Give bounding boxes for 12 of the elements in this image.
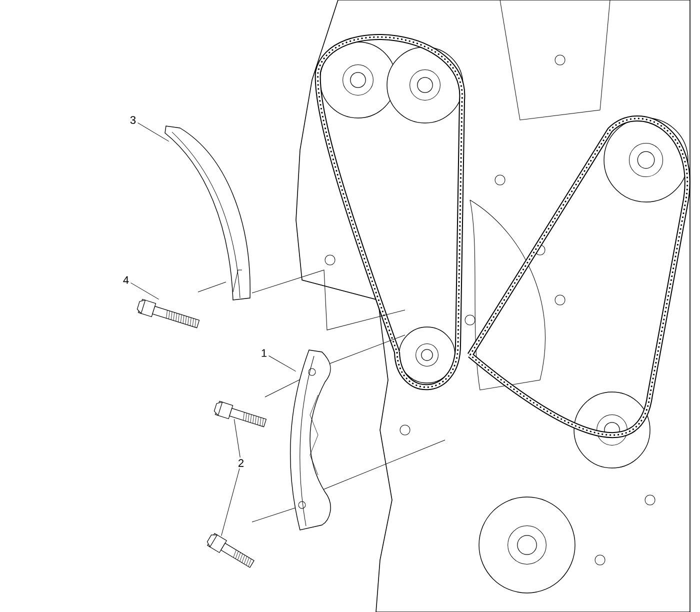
leader-line bbox=[221, 468, 240, 536]
leader-line bbox=[234, 418, 240, 458]
callout-number: 3 bbox=[130, 116, 136, 124]
chain-guide-drawing bbox=[290, 350, 331, 530]
leader-line bbox=[130, 282, 160, 300]
leader-line bbox=[268, 356, 296, 372]
callout-number: 1 bbox=[262, 349, 267, 357]
callout-number: 4 bbox=[123, 276, 129, 284]
callout-number: 2 bbox=[238, 459, 244, 467]
chain-guide-drawing bbox=[164, 126, 250, 300]
leader-line bbox=[138, 122, 170, 142]
bolt-drawing bbox=[136, 298, 200, 328]
